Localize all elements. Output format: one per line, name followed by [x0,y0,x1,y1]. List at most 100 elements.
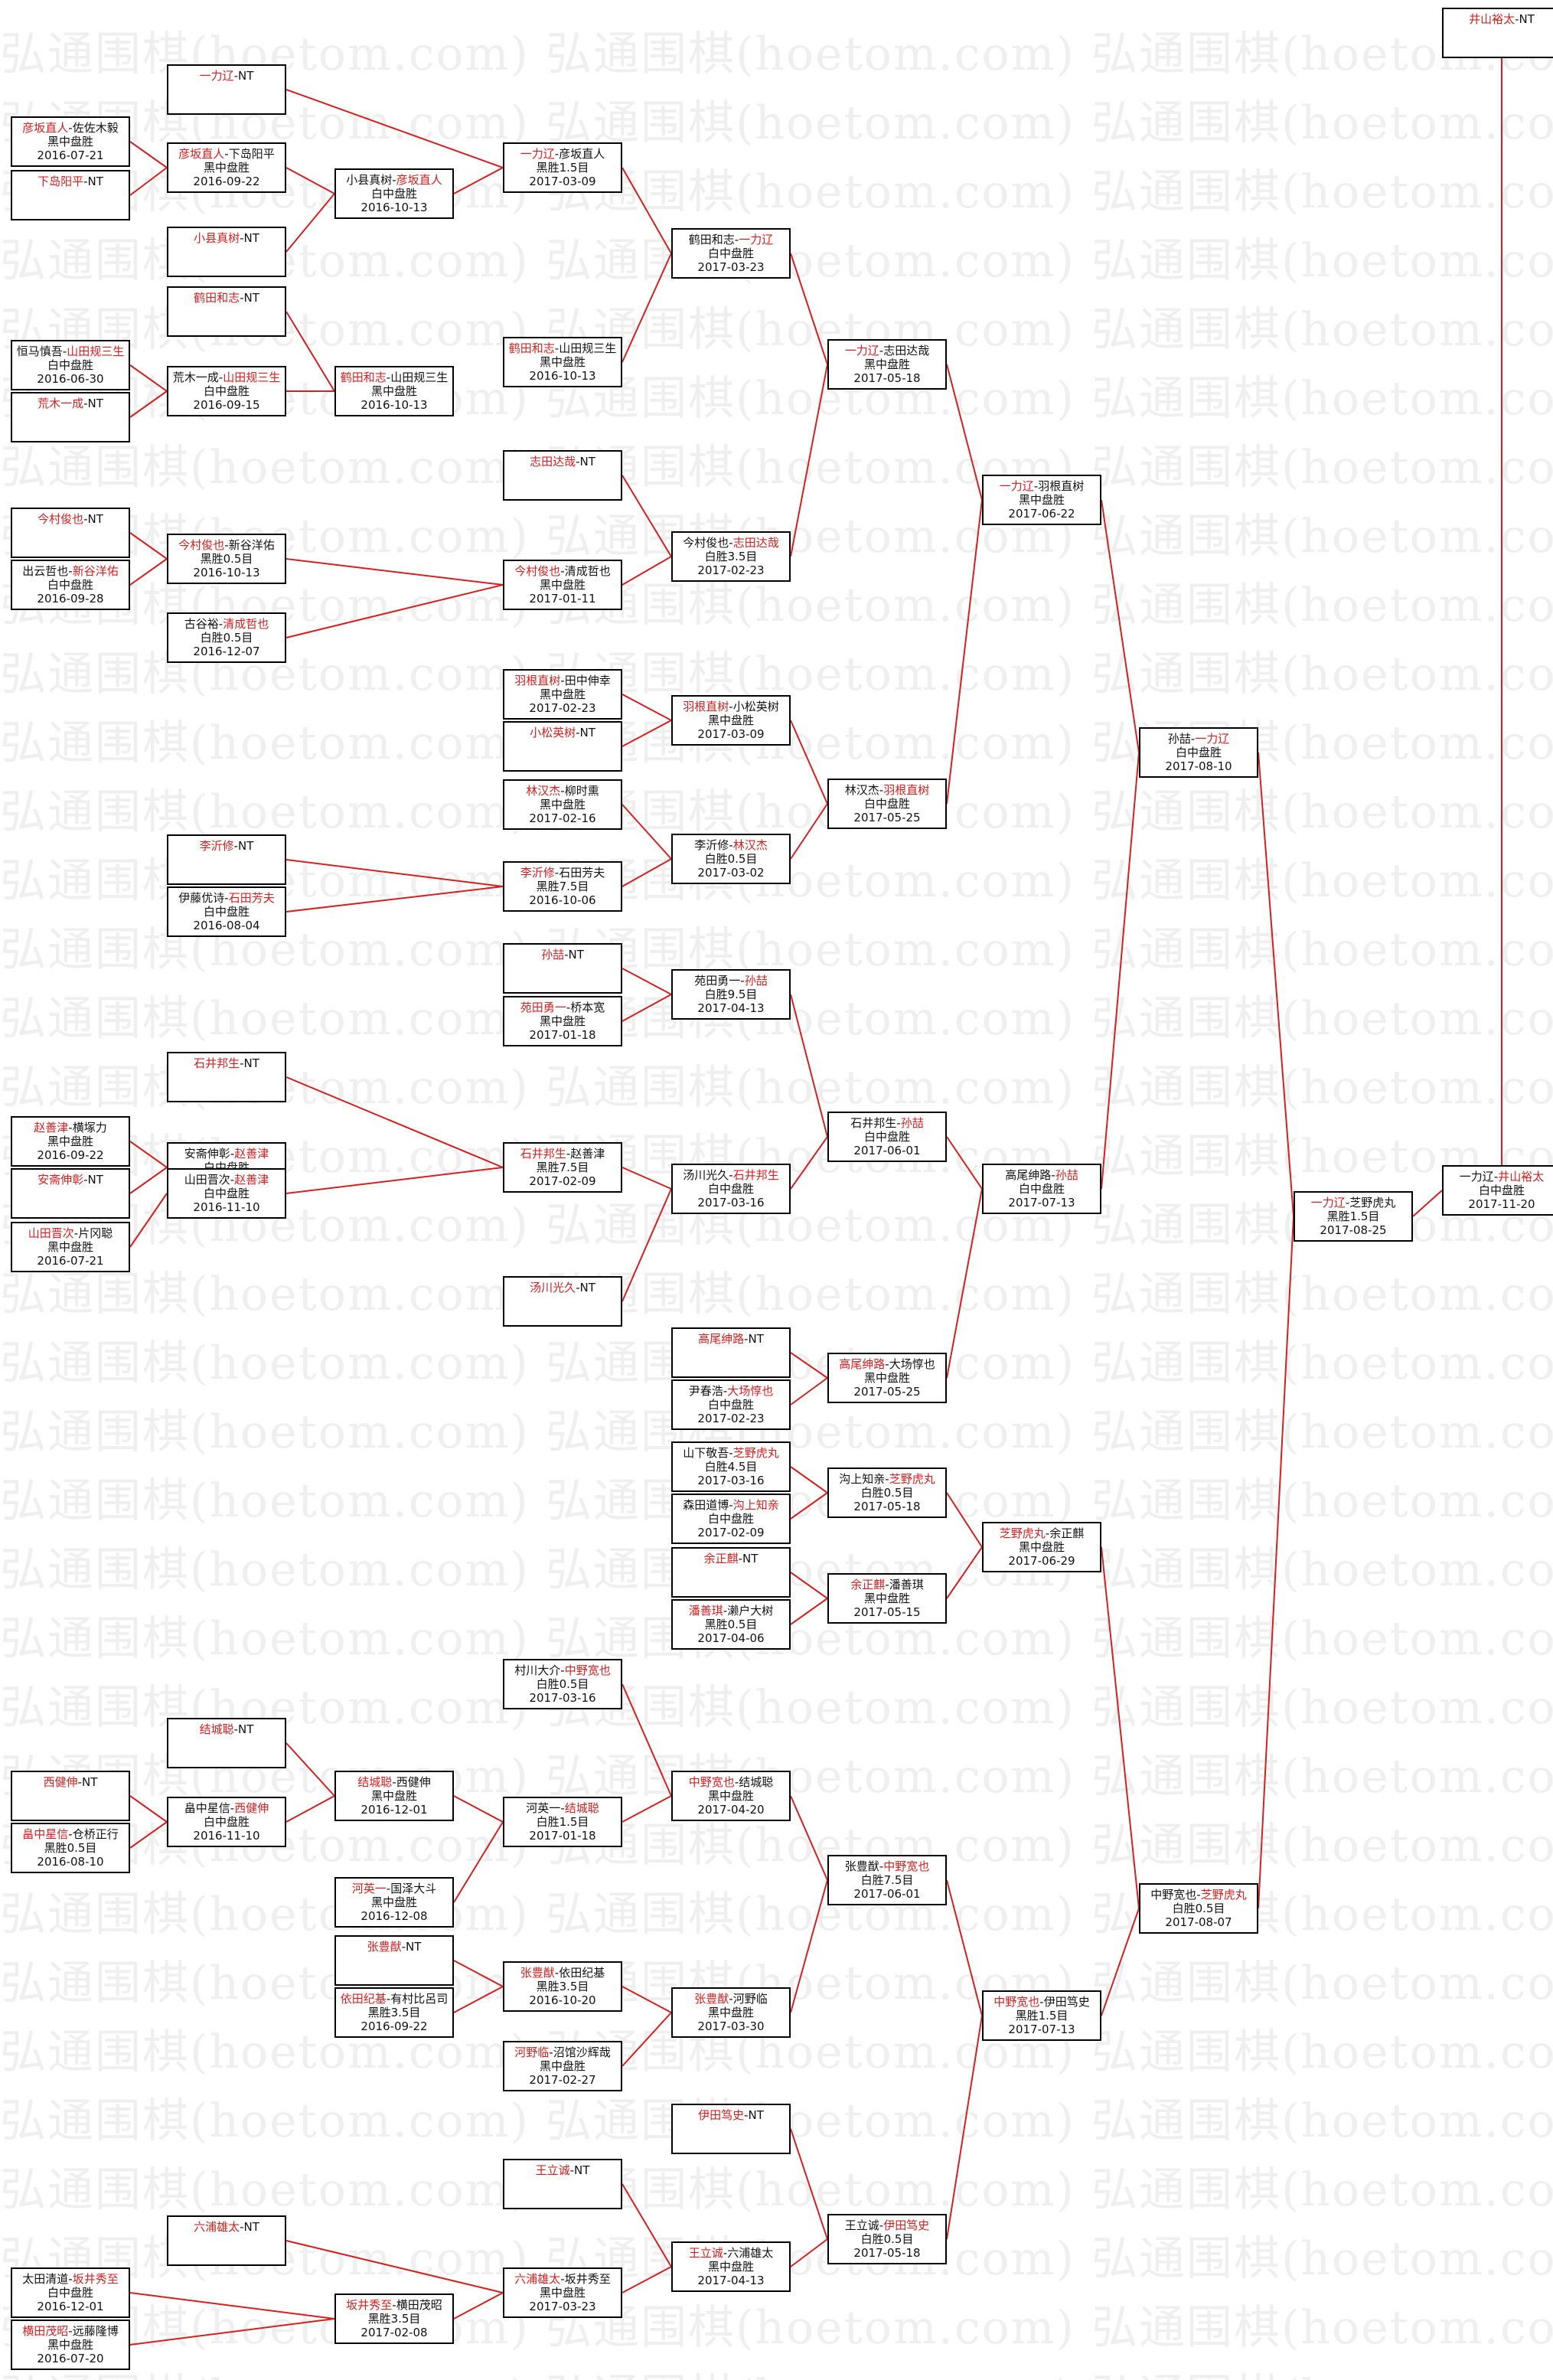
bracket-line [622,994,672,1022]
match-result: 黑中盘胜 [1018,1540,1065,1554]
player-black: 余正麒 [703,1552,739,1565]
bracket-line [622,1188,672,1302]
bracket-line [622,1795,672,1823]
players-line: 井山裕太-NT [1444,12,1553,26]
player-black: 张豊猷 [520,1966,555,1980]
players-line: 张豊猷-依田纪基 [504,1966,621,1980]
bracket-line [285,167,335,194]
players-line: 林汉杰-羽根直树 [829,783,945,797]
versus-dash: - [233,1722,239,1736]
player-white: 仓桥正行 [72,1827,119,1841]
match-date: 2017-02-23 [529,701,596,715]
player-white: 中野宽也 [883,1859,930,1873]
bracket-line [1258,1216,1294,1909]
bracket-line [790,1352,828,1379]
match-date: 2017-01-18 [529,1028,596,1042]
versus-dash: - [233,69,239,83]
bracket-line [129,1167,168,1194]
bracket-line [790,1492,828,1520]
versus-dash: - [1345,1196,1350,1210]
player-black: 坂井秀至 [346,2298,393,2312]
player-black: 森田道博 [683,1498,729,1512]
versus-dash: - [554,341,560,355]
match-date: 2017-02-09 [697,1526,765,1539]
players-line: 王立诚-伊田笃史 [829,2218,945,2232]
versus-dash: - [738,1552,743,1565]
player-black: 太田清道 [22,2272,69,2286]
player-black: 志田达哉 [530,455,576,468]
bracket-line [285,886,504,912]
player-black: 高尾绅路 [698,1332,745,1346]
players-line: 张豊猷-NT [336,1940,452,1954]
player-white: 伊田笃史 [1043,1995,1090,2009]
versus-dash: - [879,1859,884,1873]
player-white: 羽根直树 [883,783,930,797]
bracket-line [1101,1546,1140,1909]
player-white: 赵善津 [570,1147,605,1161]
player-black: 六浦雄太 [514,2272,561,2286]
players-line: 志田达哉-NT [504,455,621,468]
versus-dash: - [560,674,565,687]
match-box: 荒木一成-NT [11,392,130,442]
player-white: 国泽大斗 [390,1882,437,1895]
match-date: 2016-06-30 [37,372,104,386]
bracket-line [622,2266,672,2293]
match-result: 黑中盘胜 [539,687,586,701]
players-line: 鹤田和志-山田规三生 [336,371,452,384]
match-result: 白胜0.5目 [860,2232,914,2246]
match-date: 2016-09-22 [361,2019,428,2033]
player-white: 柳时熏 [564,784,599,798]
player-white: 芝野虎丸 [732,1446,779,1460]
match-result: 黑胜1.5目 [1015,2009,1069,2023]
player-white: 一力辽 [1195,732,1230,746]
versus-dash: - [576,455,580,468]
versus-dash: - [62,344,67,358]
match-date: 2017-07-13 [1008,2023,1075,2036]
match-date: 2016-12-01 [361,1803,428,1817]
versus-dash: - [576,726,580,739]
player-black: 一力辽 [844,344,879,357]
players-line: 尹春浩-大场惇也 [673,1384,789,1398]
match-date: 2017-04-06 [697,1631,765,1645]
match-date: 2016-10-20 [529,1993,596,2007]
bracket-line [453,1795,504,1823]
match-date: 2017-08-10 [1165,759,1232,773]
bracket-line [946,1188,983,1379]
players-line: 伊田笃史-NT [673,2108,789,2122]
players-line: 山田晋次-片冈聪 [12,1226,129,1240]
bracket-line [622,804,672,860]
versus-dash: - [68,2324,73,2338]
player-white: 井山裕太 [1498,1170,1545,1183]
players-line: 小松英树-NT [504,726,621,739]
match-result: 黑胜3.5目 [367,2006,421,2019]
versus-dash: - [554,1966,560,1980]
match-box: 鹤田和志-NT [167,286,286,337]
player-white: 河野临 [732,1992,768,2006]
versus-dash: - [68,1827,73,1841]
players-line: 林汉杰-柳时熏 [504,784,621,798]
versus-dash: - [68,2272,73,2286]
match-date: 2016-09-15 [193,398,260,412]
players-line: 坂井秀至-横田茂昭 [336,2298,452,2312]
bracket-line [285,1076,504,1168]
player-black: 苑田勇一 [694,974,741,988]
players-line: 苑田勇一-孙喆 [673,974,789,988]
player-black: 李沂修 [199,839,234,853]
versus-dash: - [734,1775,739,1789]
players-line: 王立诚-NT [504,2163,621,2177]
players-line: 六浦雄太-NT [168,2220,285,2234]
bracket-line [622,720,672,747]
match-date: 2017-03-09 [697,727,765,741]
